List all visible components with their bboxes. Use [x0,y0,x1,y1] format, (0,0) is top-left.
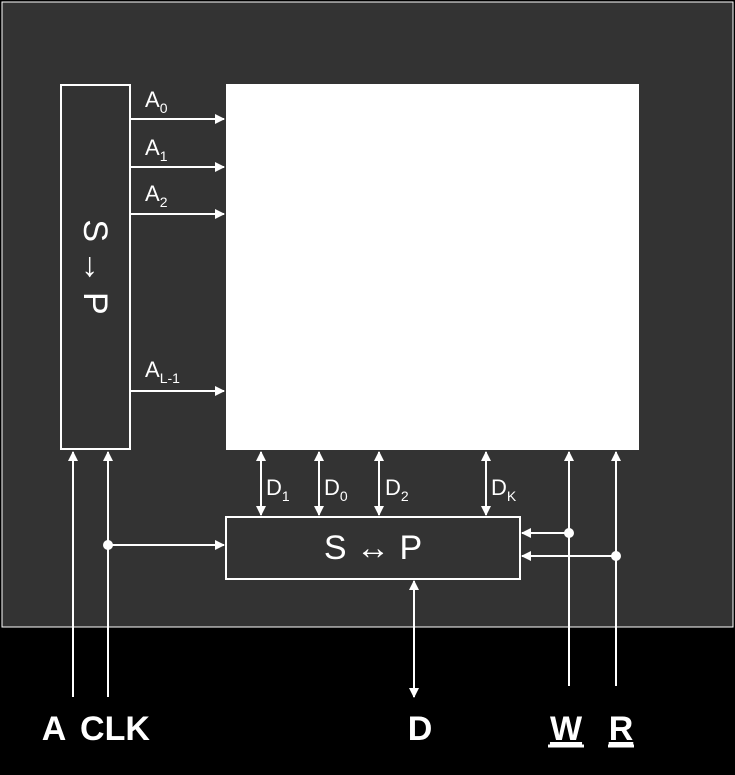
data-label-d0: D0 [324,475,348,504]
address-converter-label: S→P [76,219,114,314]
address-label-a2: A2 [145,181,168,210]
pin-label-clk: CLK [80,710,150,748]
r-junction-dot [611,551,621,561]
w-junction-dot [564,528,574,538]
address-converter-box [60,84,131,450]
pin-label-r: R [609,710,634,748]
data-label-d1: D1 [266,475,290,504]
pin-label-w: W [550,710,583,748]
address-label-a0: A0 [145,87,168,116]
data-converter-box [225,516,521,580]
address-label-al1: AL-1 [145,357,180,386]
clk-junction-dot [103,540,113,550]
memory-array [226,84,639,450]
address-label-a1: A1 [145,135,168,164]
data-label-dk: DK [491,475,517,504]
data-label-d2: D2 [385,475,409,504]
pin-label-d: D [408,710,433,748]
pin-label-a: A [42,710,67,748]
data-converter-label: S ↔ P [324,529,422,567]
svg-text:S→P: S→P [76,219,114,314]
